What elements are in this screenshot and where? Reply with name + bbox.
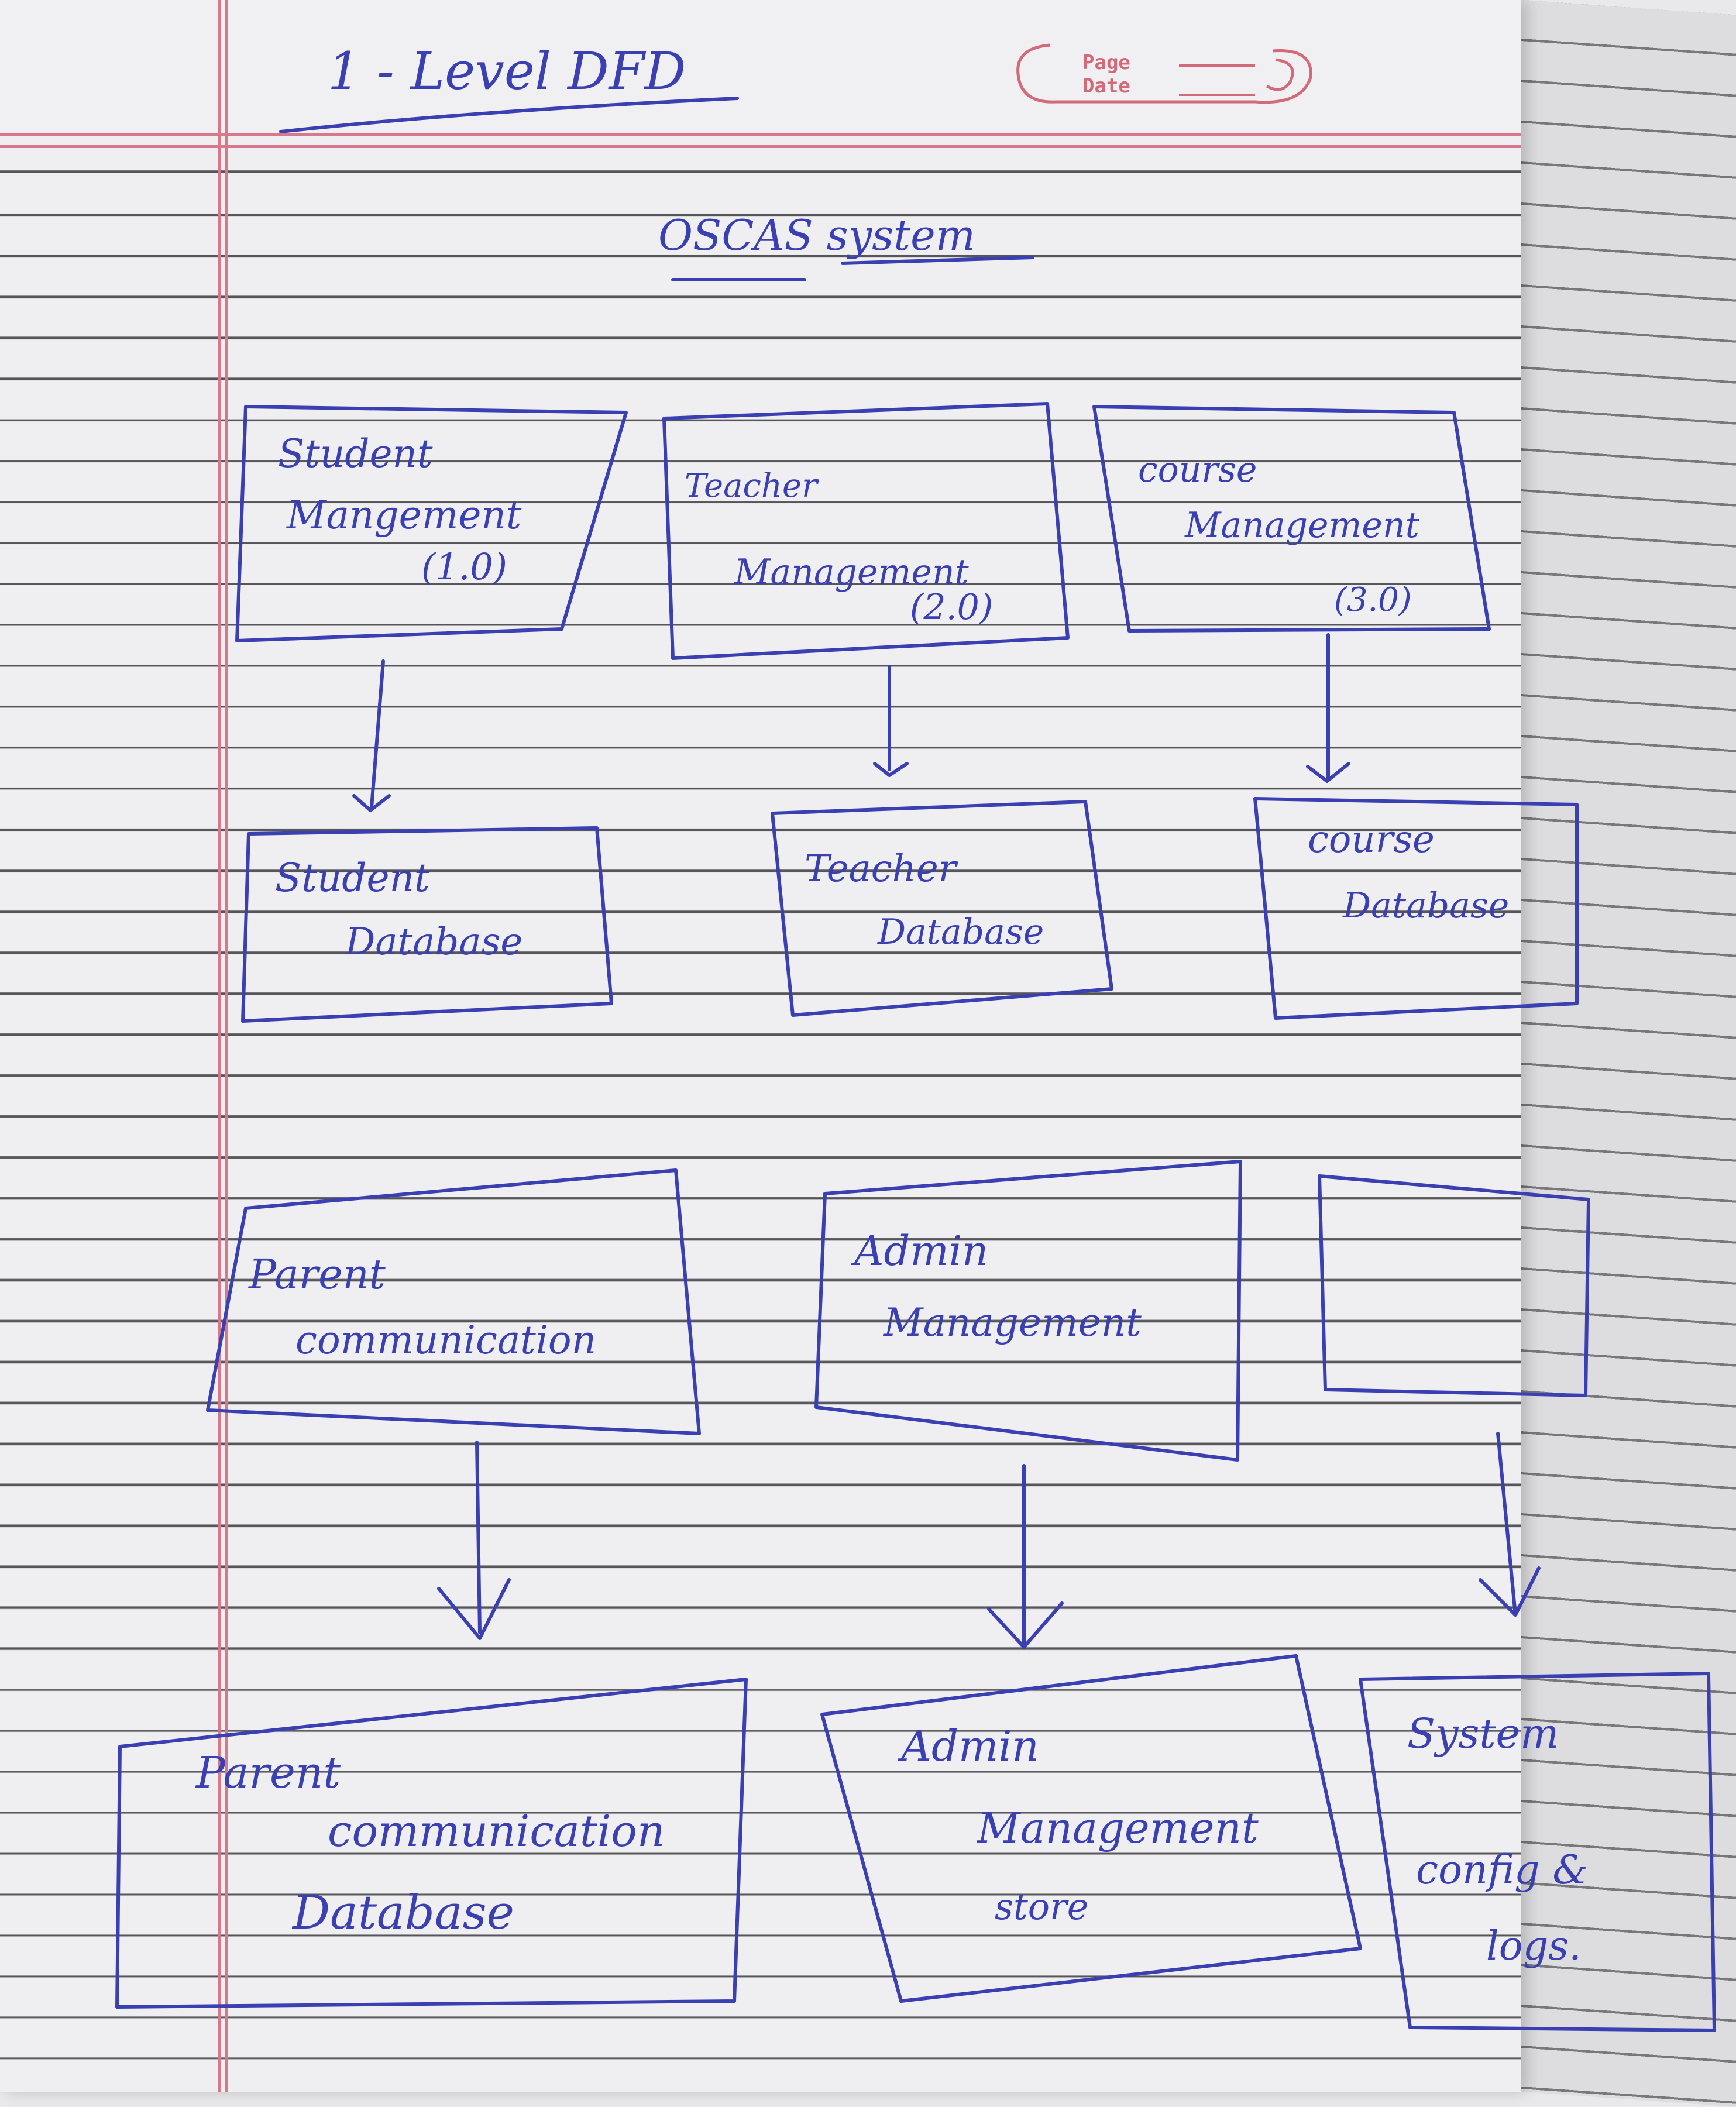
system-title: OSCAS system: [658, 211, 976, 260]
page-date-stamp-frame: [1016, 43, 1312, 104]
left-margin-line: [218, 0, 221, 2092]
student-process-line3: (1.0): [421, 545, 507, 588]
admin-store-line1: Admin: [901, 1721, 1039, 1771]
admin-process-box: [814, 1160, 1242, 1462]
page-label: Page: [1082, 51, 1130, 74]
teacher-db-line1: Teacher: [805, 847, 957, 891]
course-process-line3: (3.0): [1334, 581, 1412, 619]
course-arrow: [1306, 633, 1350, 783]
system-logs-line3: logs.: [1486, 1923, 1582, 1969]
admin-store-line3: store: [995, 1885, 1089, 1928]
system-logs-box: [1359, 1672, 1716, 2032]
admin-process-line1: Admin: [854, 1227, 989, 1275]
parent-process-box: [206, 1168, 701, 1435]
teacher-db-box: [771, 800, 1113, 1017]
parent-db-line2: communication: [328, 1806, 665, 1857]
top-margin-line: [0, 133, 1521, 136]
teacher-process-line2: Management: [734, 552, 969, 593]
student-db-box: [241, 826, 613, 1023]
date-label: Date: [1082, 74, 1130, 98]
student-process-line2: Mangement: [287, 493, 522, 538]
student-process-box: [235, 405, 628, 642]
parent-db-box: [115, 1678, 748, 2009]
parent-arrow: [437, 1441, 511, 1640]
teacher-process-line3: (2.0): [910, 587, 994, 628]
course-db-line1: course: [1308, 818, 1435, 861]
notebook-page: [0, 0, 1521, 2092]
student-process-line1: Student: [278, 431, 433, 476]
admin-arrow: [987, 1464, 1064, 1649]
blank-process-box: [1318, 1174, 1590, 1397]
system-title-underline: [671, 256, 1034, 281]
page-date-stamp: Page Date: [1009, 36, 1325, 112]
title-underline: [279, 97, 739, 133]
admin-store-line2: Management: [977, 1803, 1259, 1852]
page-title: 1 - Level DFD: [328, 41, 686, 101]
admin-process-line2: Management: [884, 1300, 1142, 1345]
course-process-line1: course: [1138, 449, 1257, 490]
course-db-box: [1253, 797, 1579, 1020]
teacher-arrow: [873, 665, 909, 777]
parent-process-line1: Parent: [249, 1250, 386, 1298]
teacher-process-line1: Teacher: [685, 467, 817, 505]
student-db-line1: Student: [275, 855, 430, 900]
parent-db-line3: Database: [293, 1885, 514, 1940]
system-logs-line1: System: [1407, 1710, 1559, 1758]
parent-db-line1: Parent: [196, 1748, 341, 1798]
course-process-box: [1092, 405, 1491, 633]
course-db-line2: Database: [1343, 885, 1510, 926]
blank-arrow: [1479, 1432, 1541, 1617]
teacher-process-box: [662, 402, 1070, 660]
left-margin-line-2: [225, 0, 228, 2092]
course-process-line2: Management: [1185, 505, 1419, 546]
teacher-db-line2: Database: [878, 912, 1044, 953]
student-arrow: [352, 659, 391, 812]
parent-process-line2: communication: [295, 1318, 597, 1363]
top-margin-line-2: [0, 145, 1521, 148]
page-header-band: [0, 0, 1521, 135]
admin-store-box: [820, 1654, 1362, 2003]
system-logs-line2: config &: [1416, 1847, 1588, 1893]
student-db-line2: Database: [345, 920, 523, 964]
